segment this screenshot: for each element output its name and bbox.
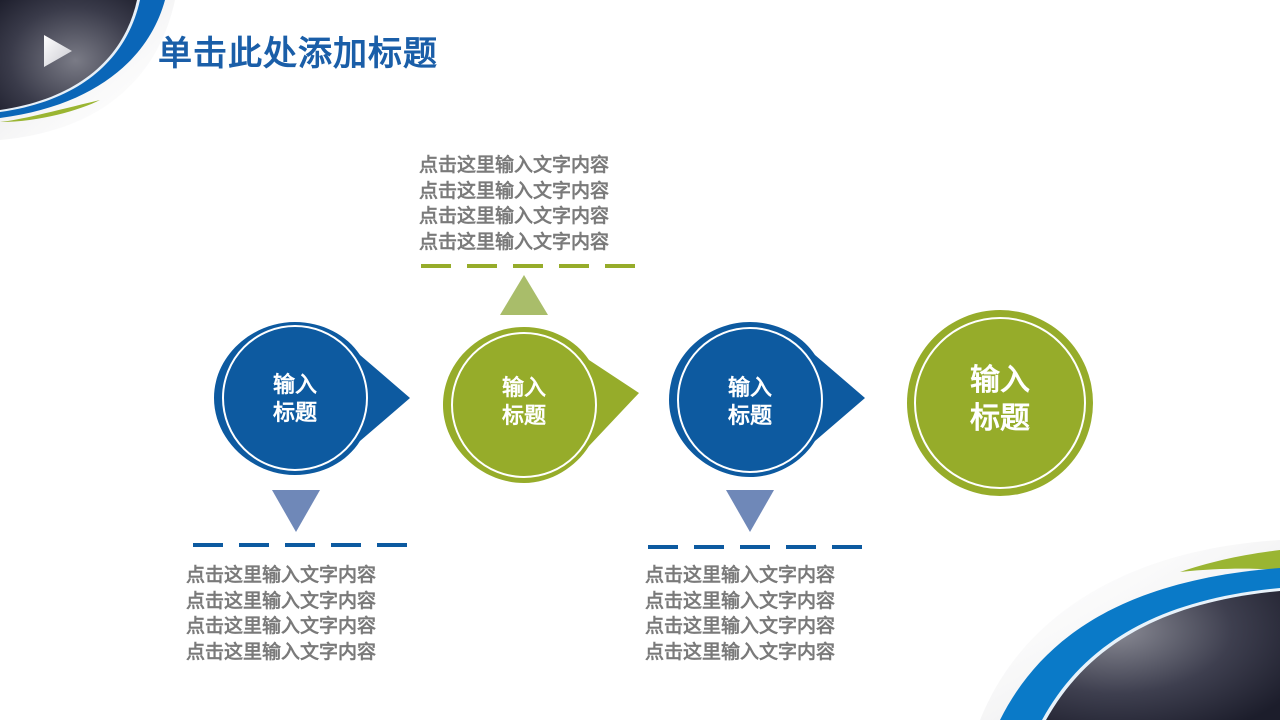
step-node-1[interactable]: 输入 标题	[212, 320, 412, 480]
slide-title[interactable]: 单击此处添加标题	[158, 34, 438, 74]
top-left-corner-decoration	[0, 0, 200, 140]
text-line: 点击这里输入文字内容	[186, 640, 377, 663]
text-line: 点击这里输入文字内容	[186, 615, 377, 638]
text-line: 点击这里输入文字内容	[645, 615, 836, 638]
step-label: 输入 标题	[970, 363, 1030, 436]
bottom-right-corner-decoration	[980, 540, 1280, 720]
text-line: 点击这里输入文字内容	[419, 179, 610, 202]
down-triangle-icon	[726, 490, 774, 536]
text-block-bottom-right[interactable]: 点击这里输入文字内容 点击这里输入文字内容 点击这里输入文字内容 点击这里输入文…	[645, 563, 835, 665]
step-node-3[interactable]: 输入 标题	[667, 320, 867, 480]
text-line: 点击这里输入文字内容	[645, 589, 836, 612]
text-line: 点击这里输入文字内容	[645, 564, 836, 586]
down-triangle-icon	[272, 490, 320, 536]
text-line: 点击这里输入文字内容	[645, 640, 836, 663]
text-line: 点击这里输入文字内容	[419, 205, 610, 228]
step-label: 输入 标题	[272, 373, 317, 426]
dashed-divider-green	[421, 264, 635, 268]
step-label: 输入 标题	[501, 376, 546, 429]
text-block-bottom-left[interactable]: 点击这里输入文字内容 点击这里输入文字内容 点击这里输入文字内容 点击这里输入文…	[186, 563, 376, 665]
dashed-divider-blue	[193, 543, 407, 547]
text-block-top[interactable]: 点击这里输入文字内容 点击这里输入文字内容 点击这里输入文字内容 点击这里输入文…	[419, 153, 609, 255]
text-line: 点击这里输入文字内容	[186, 589, 377, 612]
step-node-2[interactable]: 输入 标题	[441, 325, 641, 485]
text-line: 点击这里输入文字内容	[419, 230, 610, 253]
text-line: 点击这里输入文字内容	[419, 154, 610, 176]
step-node-4[interactable]: 输入 标题	[906, 310, 1096, 496]
step-label: 输入 标题	[727, 376, 772, 429]
up-triangle-icon	[500, 275, 548, 319]
play-triangle-icon	[42, 33, 74, 69]
text-line: 点击这里输入文字内容	[186, 564, 377, 586]
dashed-divider-blue	[648, 545, 862, 549]
